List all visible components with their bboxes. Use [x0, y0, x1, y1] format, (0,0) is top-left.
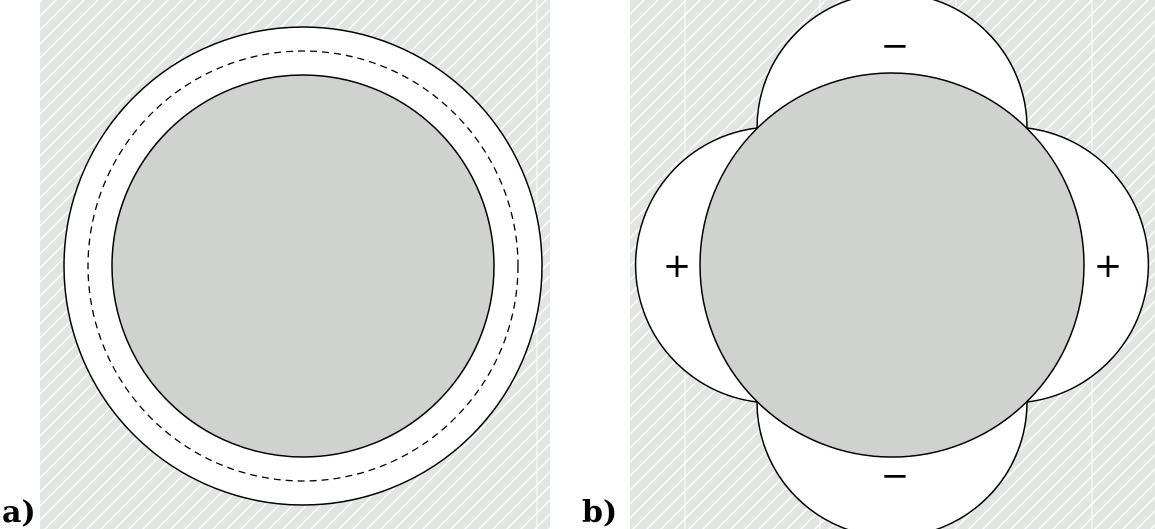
- panel-b-label: b): [582, 495, 617, 529]
- sign-bottom: −: [881, 456, 910, 496]
- sign-top: −: [881, 26, 910, 66]
- panel-a-dashed-shell: [87, 50, 519, 482]
- sign-left: +: [663, 246, 692, 286]
- sign-right: +: [1094, 246, 1123, 286]
- panel-b: − − + +: [630, 0, 1155, 529]
- panel-a: [40, 0, 550, 529]
- panel-a-label: a): [2, 495, 36, 529]
- panel-b-inner-disk: [699, 72, 1085, 458]
- panel-a-inner-disk: [111, 74, 495, 458]
